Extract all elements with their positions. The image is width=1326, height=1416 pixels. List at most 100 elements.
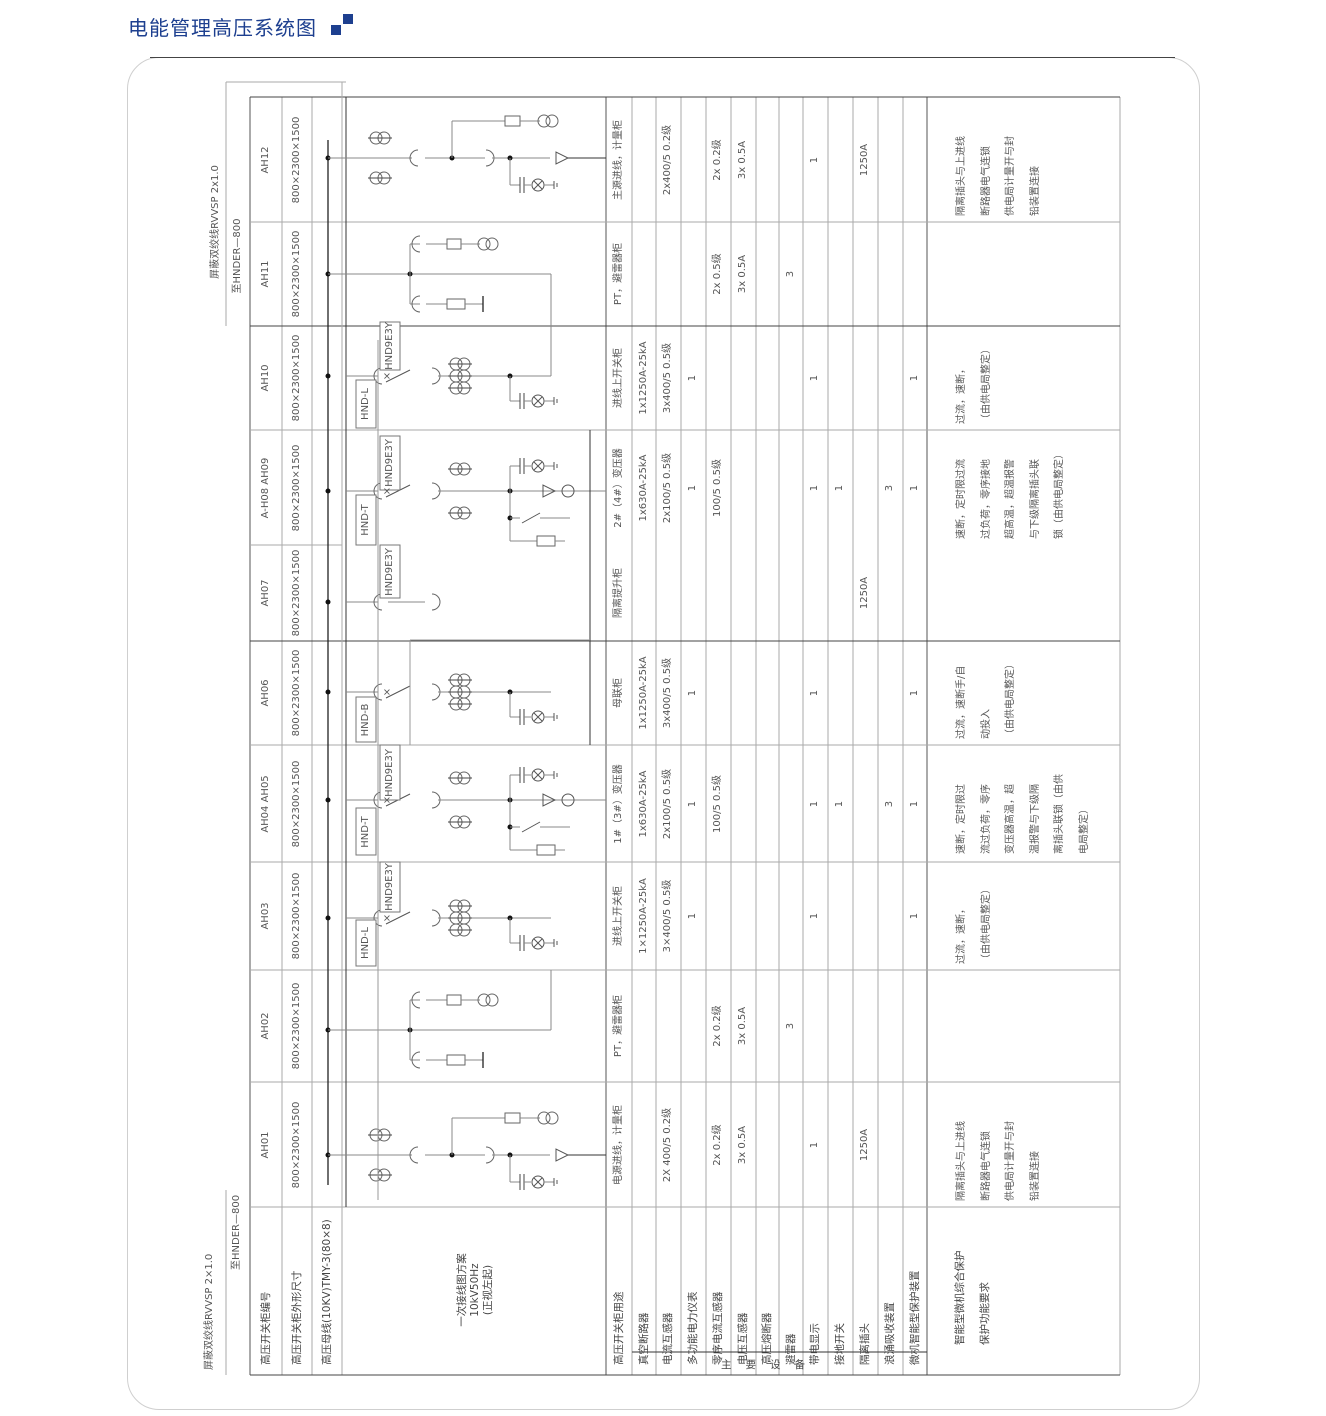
cabinet-value: 1x630A-25kA	[638, 770, 649, 837]
protection-text: 过流，速断，	[956, 904, 967, 964]
cabinet-number: A-H08 AH09	[260, 457, 271, 518]
switch-icon	[385, 484, 411, 498]
cabinet-value: 1	[687, 800, 698, 807]
cabinet-value: 3	[785, 1022, 796, 1030]
cabinet-number: AH03	[260, 902, 271, 930]
device-box	[379, 744, 401, 801]
voltage-transformer-icon	[537, 114, 551, 128]
voltage-transformer-icon	[477, 237, 491, 251]
cabinet-value: 2x 0.2级	[712, 1005, 723, 1047]
protection-text: 铅装置连接	[1029, 1151, 1041, 1201]
protection-text: 流过负荷，零序	[980, 784, 992, 854]
cabinet-value: 1	[687, 374, 698, 382]
fuse-icon	[536, 844, 556, 856]
protection-text: 断路器电气连锁	[980, 1131, 992, 1201]
label-equipment-group: 主要设备	[721, 1359, 819, 1371]
protection-text: 供电局计量开与封	[1005, 136, 1016, 216]
plug-socket-icon	[373, 909, 383, 927]
label-diagram: 一次接线图方案	[456, 1253, 468, 1327]
label-9: 接地开关	[834, 1323, 846, 1365]
cabinet-number: AH10	[260, 364, 271, 392]
surge-arrester-icon	[555, 1148, 570, 1162]
cabinet-value: 1x1250A-25kA	[638, 341, 649, 415]
cabinet-value: 1	[834, 800, 845, 807]
device-box	[355, 696, 377, 743]
wire	[533, 396, 543, 406]
plug-socket-icon	[373, 482, 383, 500]
label-2: 电流互感器	[662, 1312, 674, 1366]
plug-socket-icon	[411, 235, 421, 253]
plug-socket-icon	[373, 683, 383, 701]
label-11: 浪涌吸收装置	[884, 1302, 896, 1365]
cabinet-value: 1250A	[859, 576, 870, 610]
cabinet-number: AH02	[260, 1012, 271, 1040]
device-box	[379, 861, 401, 913]
breaker-icon: ×	[382, 913, 393, 923]
cabinet-value: 100/5 0.5级	[712, 458, 723, 517]
cabinet-value: 1	[809, 912, 820, 920]
plug-socket-icon	[373, 791, 383, 809]
plug-socket-icon	[373, 367, 383, 385]
cabinet-value: 1#（3#）变压器	[613, 763, 624, 844]
plug-socket-icon	[409, 149, 419, 167]
surge-arrester-icon	[542, 484, 557, 498]
divider	[150, 57, 1175, 58]
device-label: HND-T	[360, 504, 371, 536]
junction-dot	[325, 488, 331, 494]
voltage-transformer-icon	[537, 1111, 551, 1125]
cabinet-value: 3x400/5 0.5级	[662, 342, 673, 414]
cabinet-number: AH04 AH05	[260, 774, 271, 833]
breaker-icon: ×	[382, 486, 393, 496]
cabinet-value: 1	[909, 912, 920, 920]
earth-switch-icon	[521, 821, 541, 833]
cabinet-value: 1x630A-25kA	[638, 454, 649, 521]
plug-socket-icon	[411, 1051, 421, 1069]
cabinet-value: 3×400/5 0.5级	[662, 879, 673, 953]
cabinet-value: 3x 0.5A	[737, 1006, 748, 1046]
cabinet-number: AH01	[260, 1130, 271, 1159]
cable-target-top: 至HNDER—800	[232, 218, 243, 294]
label-busbar: 高压母线(10KV)TMY-3(80×8)	[321, 1219, 333, 1365]
device-label: HND9E3Y	[384, 863, 395, 911]
protection-text: （由供电局整定）	[980, 884, 992, 964]
cabinet-number: AH11	[260, 260, 271, 288]
plug-socket-icon	[409, 1146, 419, 1164]
cabinet-value: 3x 0.5A	[737, 140, 748, 179]
device-box	[379, 321, 401, 371]
cabinet-value: 3x400/5 0.5级	[662, 657, 673, 729]
cabinet-value: 1	[687, 912, 698, 920]
switch-icon	[385, 685, 411, 699]
label-protection: 智能型微机综合保护	[954, 1250, 966, 1346]
protection-text: 过流，速断手/自	[956, 665, 967, 739]
breaker-icon: ×	[382, 795, 393, 805]
label-diagram-view: (正视左起)	[482, 1264, 494, 1316]
cabinet-value: 3x 0.5A	[737, 1125, 748, 1164]
device-box	[379, 544, 401, 599]
wire	[533, 938, 543, 948]
device-label: HND9E3Y	[384, 547, 395, 596]
protection-text: 离插头联锁（由供	[1054, 774, 1065, 854]
device-label: HND-T	[360, 815, 371, 848]
device-box	[379, 435, 401, 491]
voltage-transformer-icon	[485, 993, 499, 1007]
cabinet-value: 2X 400/5 0.2级	[662, 1107, 673, 1182]
junction-dot	[325, 915, 331, 921]
protection-text: 超高温，超温报警	[1005, 459, 1016, 539]
meter-icon	[561, 484, 575, 498]
junction-dot	[325, 689, 331, 695]
device-box	[355, 379, 377, 429]
cabinet-value: 1	[809, 484, 820, 491]
switch-icon	[385, 369, 411, 383]
cabinet-value: 2x 0.2级	[712, 138, 723, 181]
device-box	[355, 807, 377, 856]
protection-text: 隔离插头与上进线	[956, 136, 967, 216]
cabinet-value: 主源进线，计量柜	[613, 119, 624, 200]
cabinet-value: 2x 0.2级	[712, 1123, 723, 1166]
protection-text: 铅装置连接	[1029, 166, 1041, 216]
device-label: HND-L	[360, 927, 371, 959]
fuse-icon	[446, 238, 462, 250]
protection-text: 过流，速断，	[956, 364, 967, 424]
cabinet-value: 进线上开关柜	[613, 348, 624, 408]
protection-text: 变压器高温，超	[1005, 784, 1016, 854]
